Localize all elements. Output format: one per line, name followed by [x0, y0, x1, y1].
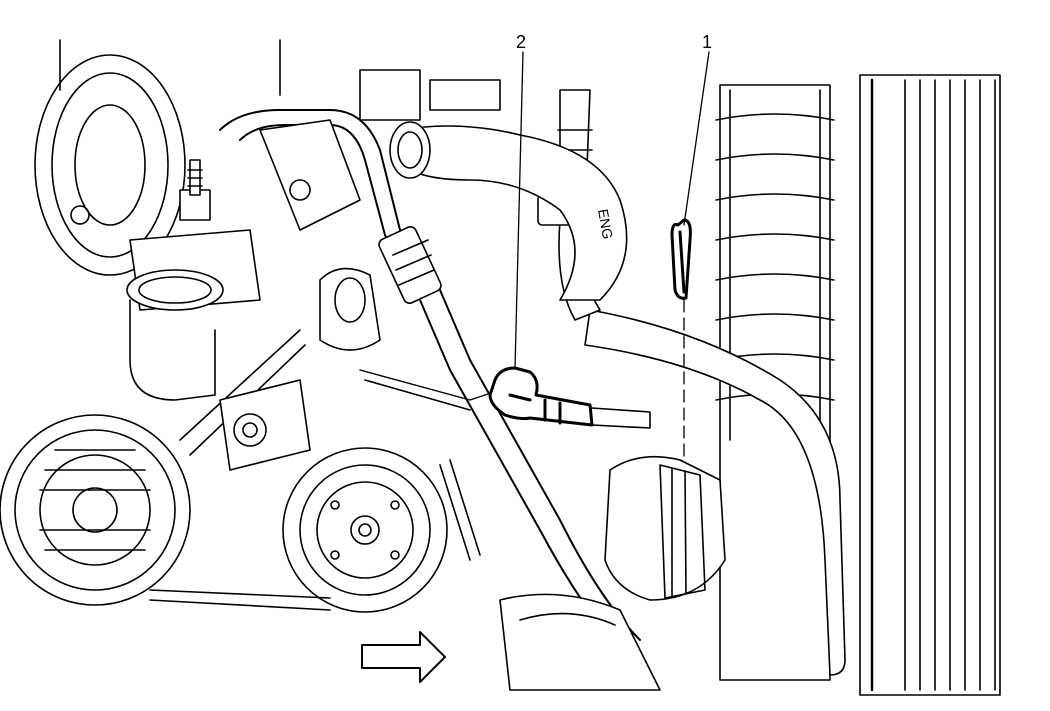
- forward-arrow-icon: [361, 631, 446, 683]
- item-1-clip: [670, 218, 692, 300]
- ac-compressor-pulley: [282, 447, 448, 613]
- tube-marking: ENG: [595, 208, 616, 241]
- intake-duct: [389, 121, 628, 301]
- lower-air-duct: [499, 593, 661, 691]
- lower-radiator-hose: [584, 309, 846, 676]
- leader-line-2: [514, 51, 524, 369]
- callout-label-2: 2: [516, 32, 527, 52]
- radiator: [859, 74, 1001, 696]
- crank-pulley: [0, 414, 191, 606]
- ac-refrigerant-line: [219, 109, 641, 651]
- engine-block-details: [59, 39, 501, 471]
- leader-line-1: [683, 51, 710, 226]
- coolant-outlet-housing: [604, 455, 726, 601]
- item-2-sensor: [488, 366, 651, 429]
- ac-manifold-block: [126, 159, 261, 401]
- callout-label-1: 1: [702, 32, 713, 52]
